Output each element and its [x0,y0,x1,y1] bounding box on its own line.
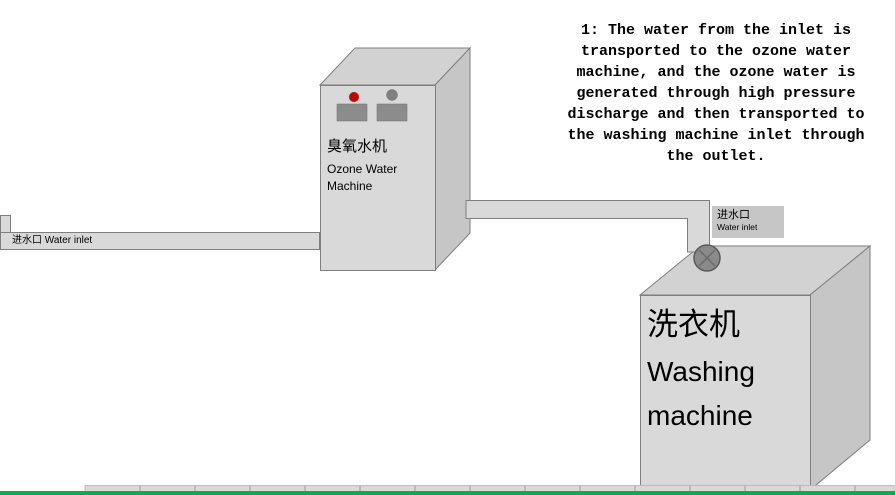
valve-cross-mark-icon [698,249,716,267]
ozone-machine-side-face [434,46,471,272]
panel-button-left [336,103,368,122]
washing-machine-label-en: Washing machine [647,356,755,431]
bottom-green-bar [0,491,895,495]
left-inlet-pipe [0,232,320,250]
outlet-pipe [465,200,710,253]
process-annotation-text: 1: The water from the inlet is transport… [567,22,865,165]
ozone-machine-label-zh: 臭氧水机 [327,137,388,155]
ozone-machine-label-en: Ozone Water Machine [327,162,398,193]
left-pipe-notch [0,215,11,233]
washer-inlet-label-box: 进水口 Water inlet [712,206,784,238]
washing-machine-front-face [640,295,811,490]
left-pipe-inlet-label: 进水口 Water inlet [12,235,93,246]
panel-button-right [376,103,408,122]
washing-machine-label-zh: 洗衣机 [647,307,740,343]
bottom-cell-strip-dividers [139,485,856,493]
red-indicator-light-icon [348,91,360,103]
washer-inlet-label-zh: 进水口 [717,209,750,221]
washer-inlet-label-en: Water inlet [717,222,758,232]
gray-indicator-light-icon [386,89,398,101]
